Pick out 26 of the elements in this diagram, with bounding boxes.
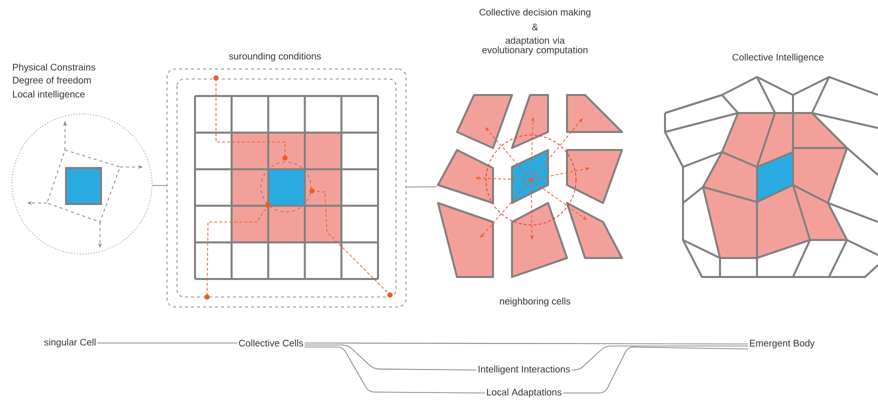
caption-text: Physical Constrains bbox=[13, 64, 96, 72]
caption-text: Collective decision making bbox=[480, 8, 590, 18]
connector-line bbox=[304, 342, 748, 344]
cell-cluster-drawing bbox=[437, 94, 623, 278]
stage-label: Collective Cells bbox=[238, 338, 304, 348]
caption-text: adaptation via evolutionary computation bbox=[482, 36, 588, 56]
stage-label: Local Adaptations bbox=[485, 388, 563, 398]
connector-line bbox=[152, 184, 168, 186]
caption-text: Local intelligence bbox=[13, 90, 85, 100]
caption-text: surounding conditions bbox=[229, 52, 321, 62]
cell-grid-drawing bbox=[166, 68, 406, 308]
stage-label: singular Cell bbox=[42, 338, 98, 348]
caption-text: Degree of freedom bbox=[13, 76, 91, 86]
caption-text: & bbox=[532, 24, 538, 30]
caption-text: Collective Intelligence bbox=[732, 54, 824, 62]
cell-circle-drawing bbox=[12, 114, 152, 254]
cell-mesh-drawing bbox=[664, 76, 878, 278]
stage-label: Emergent Body bbox=[748, 338, 816, 350]
connector-line bbox=[562, 346, 748, 394]
connector-line bbox=[96, 342, 238, 344]
stage-label: Intelligent Interactions bbox=[476, 364, 572, 376]
connector-line bbox=[571, 346, 748, 370]
caption-text: neighboring cells bbox=[500, 298, 570, 306]
connector-line bbox=[304, 346, 486, 394]
connector-line bbox=[406, 186, 438, 188]
connector-line bbox=[304, 344, 477, 370]
